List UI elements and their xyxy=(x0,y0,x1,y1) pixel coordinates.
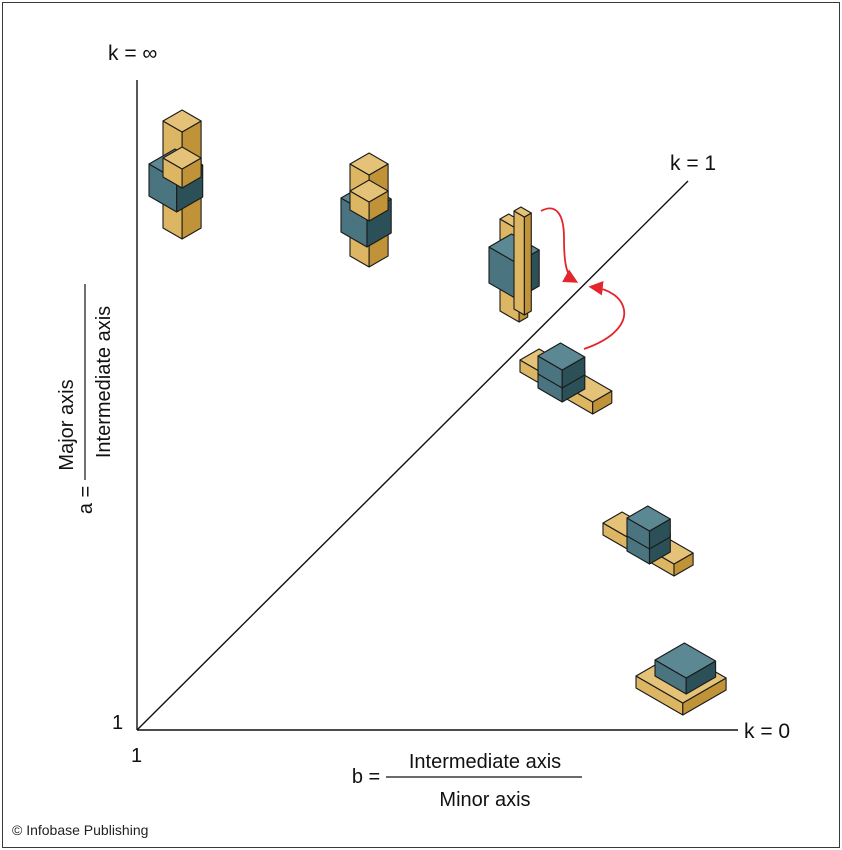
k-equals-one-line xyxy=(136,180,689,731)
block-models xyxy=(148,109,727,716)
deformation-arrow-down xyxy=(540,207,579,283)
block6-teal-cube xyxy=(654,642,717,695)
y-axis-denominator: Intermediate axis xyxy=(93,306,115,458)
deformation-arrow-up xyxy=(583,281,626,350)
copyright-text: © Infobase Publishing xyxy=(12,822,148,838)
label-k-one: k = 1 xyxy=(670,152,716,175)
y-axis-prefix: a = xyxy=(75,486,97,514)
x-axis-denominator: Minor axis xyxy=(439,789,530,811)
x-axis-prefix: b = xyxy=(352,766,380,788)
x-origin-label: 1 xyxy=(131,745,142,767)
y-origin-label: 1 xyxy=(112,712,123,734)
block5-teal-upper xyxy=(626,505,671,550)
x-axis-formula: b = Intermediate axis Minor axis xyxy=(352,751,582,811)
x-axis-numerator: Intermediate axis xyxy=(409,751,561,773)
block3-tan-slab-front xyxy=(513,206,532,316)
block4-teal-upper xyxy=(537,342,586,389)
label-k-infinity: k = ∞ xyxy=(108,42,157,65)
y-axis-formula: a = Major axis Intermediate axis xyxy=(56,284,115,514)
y-axis-numerator: Major axis xyxy=(56,379,78,470)
label-k-zero: k = 0 xyxy=(744,720,790,743)
block1-tan-top xyxy=(162,146,202,189)
block2-tan-top xyxy=(349,179,389,222)
